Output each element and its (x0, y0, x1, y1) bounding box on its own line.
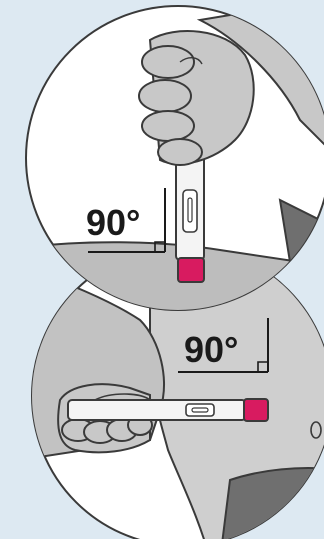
pen-bottom (68, 399, 268, 421)
top-panel: 90° (20, 6, 324, 320)
garment (220, 468, 324, 539)
pen-window (186, 404, 214, 416)
pen-tip (244, 399, 268, 421)
angle-label-bottom: 90° (184, 329, 238, 370)
pen-tip (178, 258, 204, 282)
pen-body (68, 400, 246, 420)
angle-label-top: 90° (86, 202, 140, 243)
pen-window (183, 190, 197, 232)
